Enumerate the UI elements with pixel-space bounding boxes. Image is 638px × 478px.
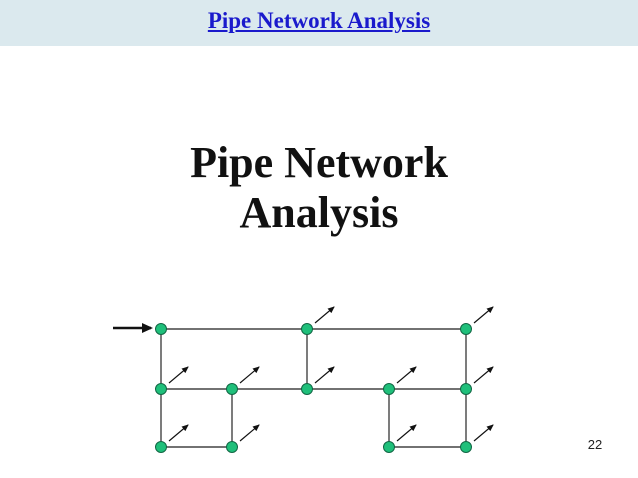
junction-node xyxy=(155,383,167,395)
outflow-arrow xyxy=(239,366,260,384)
slide-title: Pipe Network Analysis xyxy=(0,138,638,238)
junction-node xyxy=(460,323,472,335)
junction-node xyxy=(155,441,167,453)
junction-node xyxy=(383,383,395,395)
junction-node xyxy=(226,441,238,453)
junction-node xyxy=(460,441,472,453)
outflow-arrow xyxy=(314,306,335,324)
outflow-arrow xyxy=(314,366,335,384)
junction-node xyxy=(301,383,313,395)
outflow-arrow xyxy=(168,424,189,442)
header-title-link[interactable]: Pipe Network Analysis xyxy=(207,8,431,33)
outflow-arrow xyxy=(473,306,494,324)
outflow-arrow xyxy=(239,424,260,442)
slide-title-line-2: Analysis xyxy=(239,188,399,237)
outflow-arrow xyxy=(473,366,494,384)
outflow-arrow xyxy=(396,366,417,384)
slide-title-line-1: Pipe Network xyxy=(190,138,448,187)
junction-node xyxy=(155,323,167,335)
junction-node xyxy=(383,441,395,453)
outflow-arrow xyxy=(396,424,417,442)
junction-node xyxy=(460,383,472,395)
junction-node xyxy=(226,383,238,395)
junction-node xyxy=(301,323,313,335)
header-bar: Pipe Network Analysis xyxy=(0,0,638,46)
outflow-arrow xyxy=(168,366,189,384)
slide-number: 22 xyxy=(587,437,603,452)
outflow-arrow xyxy=(473,424,494,442)
